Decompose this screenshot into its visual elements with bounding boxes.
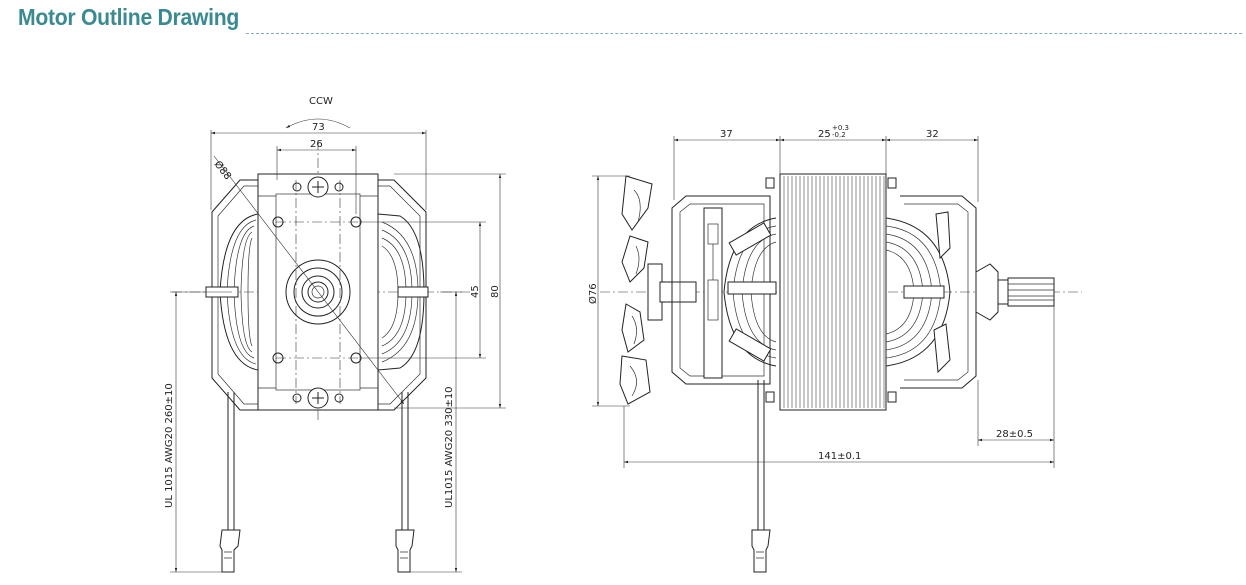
stack-tol-lower: -0.2	[832, 131, 846, 139]
height-label: 80	[490, 285, 501, 298]
fan-blades	[619, 175, 663, 405]
left-lead-wire	[219, 392, 241, 573]
width-label: 73	[312, 122, 325, 133]
rear-coil	[723, 217, 777, 367]
right-lead-label: UL1015 AWG20 330±10	[444, 386, 455, 508]
rear-bracket	[671, 195, 771, 385]
screw-top	[307, 176, 329, 198]
hole-vertical-label: 45	[470, 285, 481, 298]
front-view: Ø88 CCW 73 26 45 80	[164, 96, 506, 573]
ccw-label: CCW	[309, 96, 333, 107]
output-shaft	[975, 263, 1055, 321]
rear-shaft	[659, 281, 697, 303]
side-lead-wire	[751, 380, 771, 573]
title-divider	[246, 33, 1242, 34]
shaft-length-label: 28±0.5	[996, 429, 1033, 440]
fan-diameter-label: Ø76	[587, 283, 599, 304]
left-lead-label: UL 1015 AWG20 260±10	[164, 383, 175, 508]
side-view: 37 25 +0.3 -0.2 32 Ø76 28±0.5 141±0.1	[587, 124, 1082, 573]
rear-length-label: 37	[720, 129, 733, 140]
header: Motor Outline Drawing	[0, 0, 1246, 40]
screw-bottom	[307, 387, 329, 409]
stack-tol-upper: +0.3	[832, 124, 849, 132]
stack-length-label: 25	[818, 129, 831, 140]
shaft-hub	[285, 259, 351, 325]
right-clip	[397, 286, 429, 298]
stator-outline	[211, 179, 427, 411]
stator-stack	[779, 173, 887, 411]
front-length-label: 32	[926, 129, 939, 140]
diameter-label: Ø88	[212, 158, 234, 182]
mounting-holes	[272, 182, 362, 403]
hole-spacing-label: 26	[310, 139, 323, 150]
page-title: Motor Outline Drawing	[18, 4, 240, 30]
overall-length-label: 141±0.1	[818, 451, 861, 462]
terminal-block	[703, 207, 723, 379]
right-lead-wire	[395, 392, 415, 573]
ccw-arrow	[285, 118, 351, 129]
